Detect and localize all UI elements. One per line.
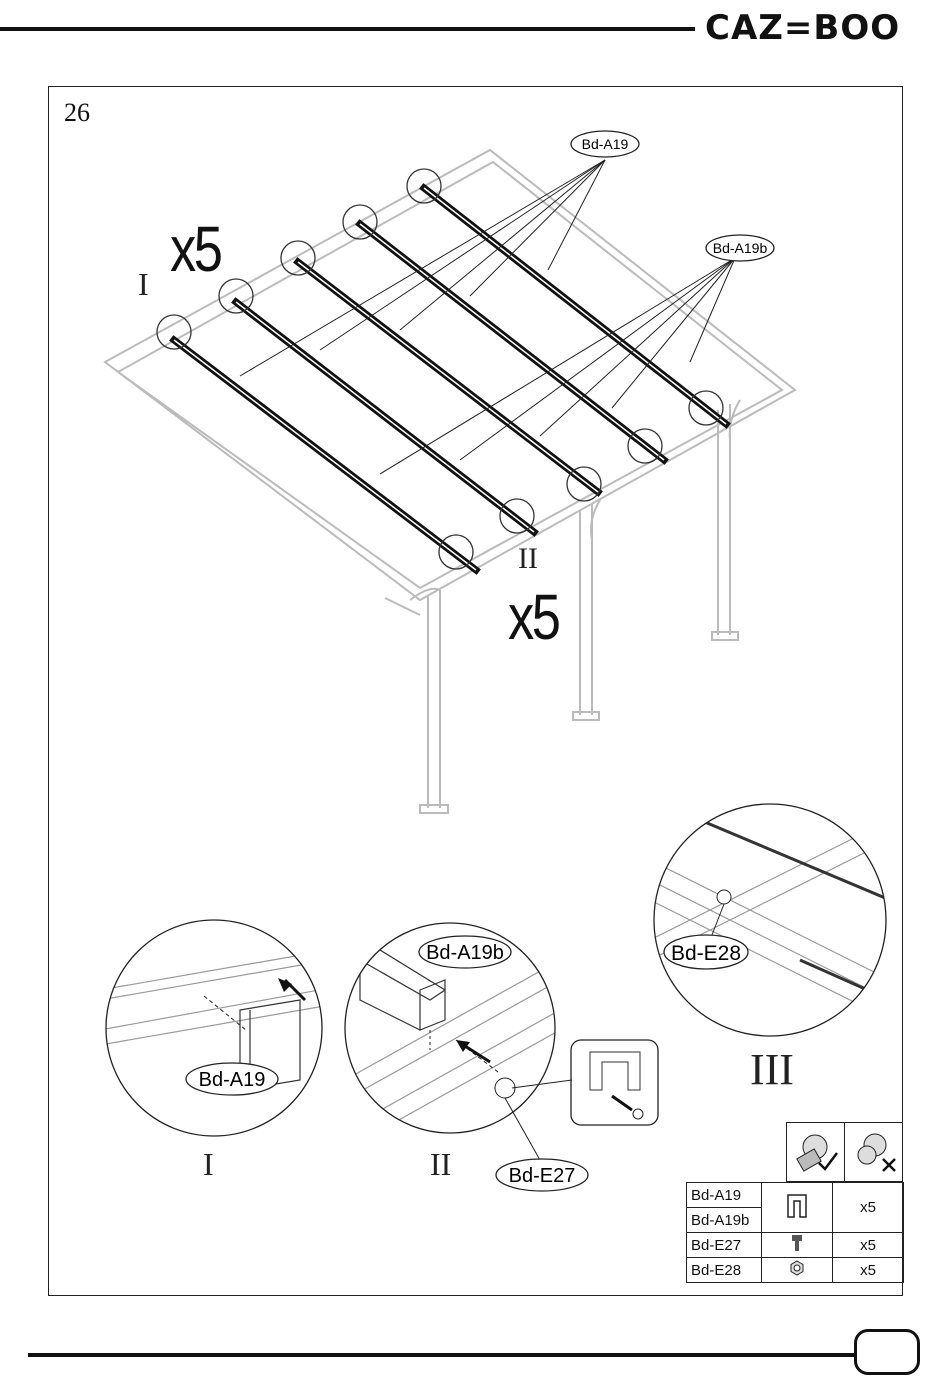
part-quantity: x5: [833, 1183, 904, 1233]
nut-icon: [762, 1258, 833, 1283]
detail-2-label-top: Bd-A19b: [426, 942, 504, 964]
table-row: Bd-E27 x5: [687, 1233, 904, 1258]
hardware-check-box: [786, 1122, 903, 1182]
bolt-with-check-icon: [787, 1123, 845, 1181]
detail-3-roman: III: [750, 1044, 794, 1095]
bolt-icon: [762, 1233, 833, 1258]
table-row: Bd-E28 x5: [687, 1258, 904, 1283]
part-quantity: x5: [833, 1233, 904, 1258]
detail-1-roman: I: [203, 1146, 214, 1183]
part-code: Bd-E28: [687, 1258, 762, 1283]
detail-3-label: Bd-E28: [671, 942, 741, 965]
table-row: Bd-A19 x5: [687, 1183, 904, 1208]
parts-table: Bd-A19 x5 Bd-A19b Bd-E27 x5 Bd-E28 x5: [686, 1182, 904, 1283]
detail-2-label-bottom: Bd-E27: [509, 1165, 576, 1187]
footer-rule: [28, 1353, 856, 1357]
part-code: Bd-A19b: [687, 1208, 762, 1233]
page-number-tab: [854, 1329, 920, 1375]
detail-1-label: Bd-A19: [199, 1069, 266, 1091]
part-quantity: x5: [833, 1258, 904, 1283]
part-code: Bd-E27: [687, 1233, 762, 1258]
beam-profile-icon: [762, 1183, 833, 1233]
detail-2-roman: II: [430, 1146, 451, 1183]
part-code: Bd-A19: [687, 1183, 762, 1208]
bolt-with-cross-icon: [845, 1123, 902, 1181]
